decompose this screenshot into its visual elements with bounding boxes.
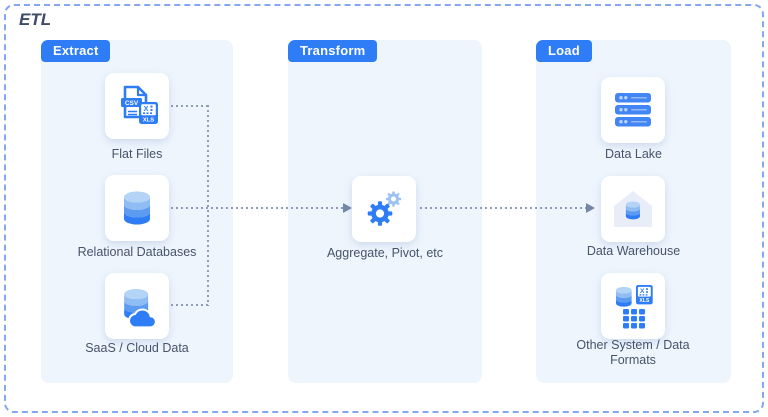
- panel-load-badge: Load: [536, 40, 592, 62]
- panel-extract: Extract CSV X XLS: [41, 40, 233, 383]
- panel-transform-badge: Transform: [288, 40, 378, 62]
- node-data-warehouse: [601, 176, 665, 242]
- svg-text:X: X: [640, 288, 645, 295]
- connector-extract-to-transform: [171, 207, 343, 209]
- database-cloud-icon: [124, 288, 157, 329]
- csv-xls-file-icon: CSV X XLS: [121, 85, 158, 124]
- node-aggregate-pivot: [352, 176, 416, 242]
- node-data-lake: [601, 77, 665, 143]
- svg-text:X: X: [143, 104, 148, 113]
- node-aggregate-pivot-label: Aggregate, Pivot, etc: [326, 246, 444, 260]
- svg-text:XLS: XLS: [143, 118, 154, 124]
- svg-text:CSV: CSV: [125, 100, 139, 107]
- node-other-system-label: Other System / Data Formats: [576, 338, 690, 368]
- panel-extract-badge: Extract: [41, 40, 111, 62]
- node-saas-cloud-data-label: SaaS / Cloud Data: [85, 341, 189, 355]
- arrowhead-into-transform: [343, 203, 352, 213]
- connector-saas-elbow-h: [171, 304, 209, 306]
- node-saas-cloud-data: [105, 273, 169, 339]
- node-flat-files-label: Flat Files: [111, 147, 163, 161]
- node-relational-databases: [105, 175, 169, 241]
- panel-load: Load Data Lake: [536, 40, 731, 383]
- gears-icon: [367, 191, 402, 226]
- node-data-lake-label: Data Lake: [605, 147, 662, 161]
- arrowhead-into-load: [586, 203, 595, 213]
- diagram-dashed-border: [4, 4, 764, 413]
- warehouse-database-icon: [614, 191, 652, 227]
- connector-flat-files-elbow-h: [171, 105, 209, 107]
- database-cylinder-icon: [124, 191, 150, 225]
- node-relational-databases-label: Relational Databases: [77, 245, 197, 259]
- database-xls-grid-icon: X XLS: [616, 285, 653, 329]
- node-other-system: X XLS: [601, 273, 665, 339]
- node-data-warehouse-label: Data Warehouse: [586, 244, 681, 258]
- server-stack-icon: [615, 93, 651, 127]
- diagram-title: ETL: [19, 10, 52, 29]
- node-flat-files: CSV X XLS: [105, 73, 169, 139]
- panel-transform: Transform: [288, 40, 482, 383]
- connector-transform-to-load: [420, 207, 586, 209]
- connector-elbow-vertical: [207, 105, 209, 306]
- svg-text:XLS: XLS: [639, 298, 650, 304]
